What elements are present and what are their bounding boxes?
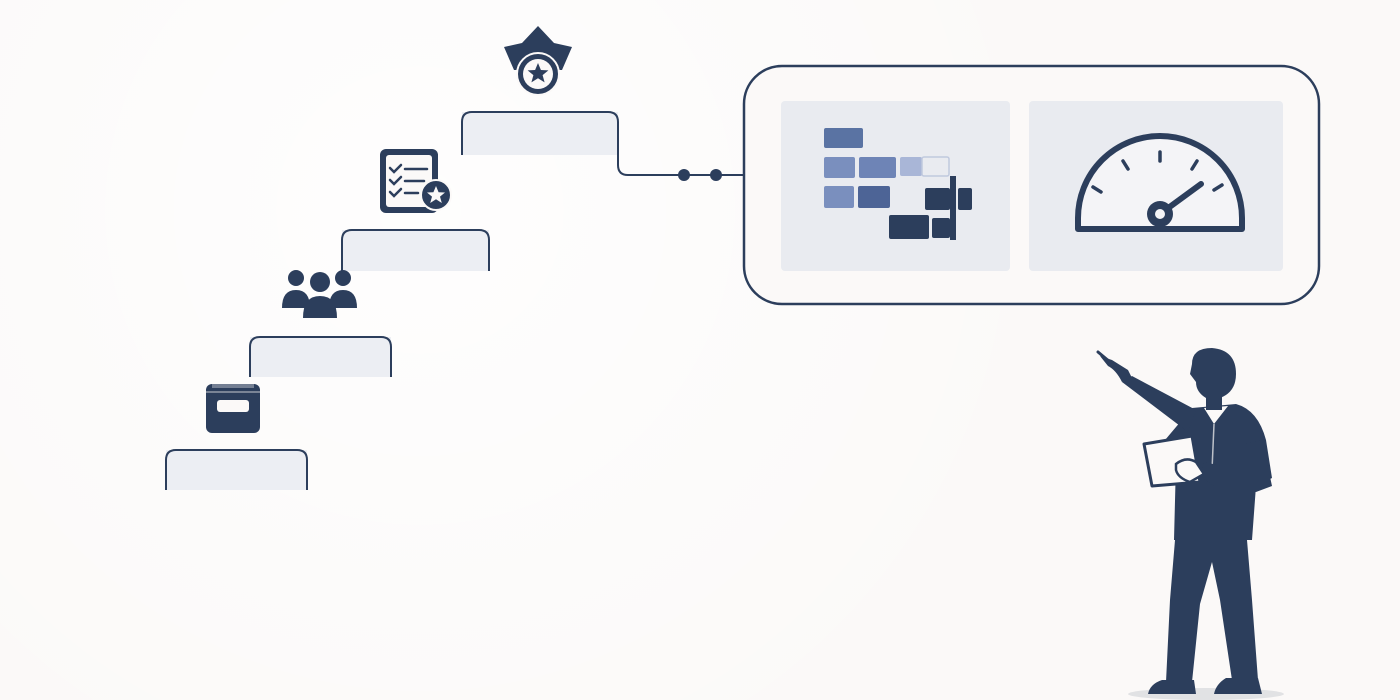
- matrix-card: [781, 101, 1010, 271]
- team-icon: [282, 270, 357, 318]
- presenter-person-icon: [1096, 348, 1284, 700]
- package-icon: [206, 384, 260, 433]
- connector-line: [617, 150, 744, 181]
- dashboard-panel: [742, 64, 1321, 306]
- checklist-star-icon: [380, 149, 452, 213]
- speedometer-gauge-icon: [1075, 133, 1245, 232]
- stair-step-2: [249, 336, 392, 377]
- gauge-card: [1029, 101, 1283, 271]
- stair-step-1: [165, 449, 308, 490]
- stair-steps: [165, 111, 619, 490]
- bar-matrix-icon: [824, 128, 972, 240]
- stair-step-4: [461, 111, 619, 155]
- crown-star-icon: [504, 26, 572, 96]
- stair-step-3: [341, 229, 490, 271]
